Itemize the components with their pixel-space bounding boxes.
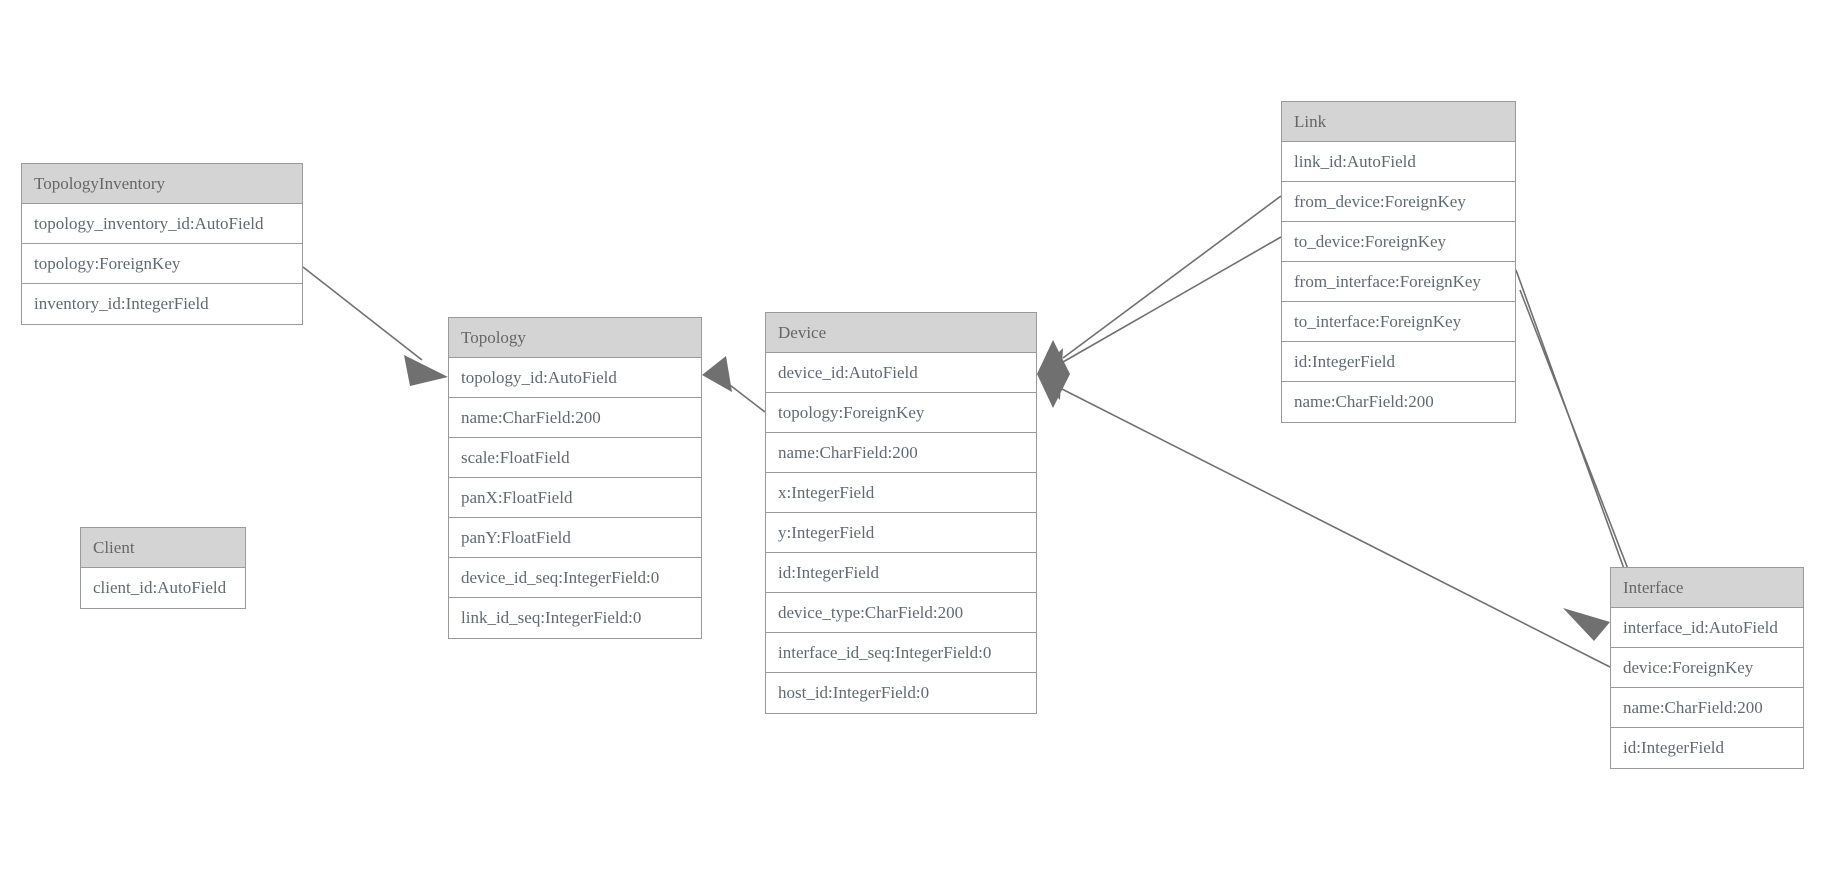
edge-link-to-device [1062,236,1282,363]
field-topology-fk: topology:ForeignKey [22,244,302,284]
field-device-y: y:IntegerField [766,513,1036,553]
entity-title-interface: Interface [1611,568,1803,608]
field-link-to-device: to_device:ForeignKey [1282,222,1515,262]
field-topology-name: name:CharField:200 [449,398,701,438]
field-device-id: device_id:AutoField [766,353,1036,393]
arrowhead-device-right-bottom [1037,374,1070,408]
arrowhead-device-right-lower [1037,340,1070,374]
entity-topology[interactable]: Topology topology_id:AutoField name:Char… [448,317,702,639]
field-topology-scale: scale:FloatField [449,438,701,478]
entity-topologyinventory[interactable]: TopologyInventory topology_inventory_id:… [21,163,303,325]
entity-title-link: Link [1282,102,1515,142]
entity-device[interactable]: Device device_id:AutoField topology:Fore… [765,312,1037,714]
field-device-x: x:IntegerField [766,473,1036,513]
arrowhead-device-right-upper [1037,348,1063,400]
field-device-host-id: host_id:IntegerField:0 [766,673,1036,713]
field-link-to-interface: to_interface:ForeignKey [1282,302,1515,342]
edge-link-to-interface [1519,289,1646,614]
field-topology-id: topology_id:AutoField [449,358,701,398]
field-topology-device-id-seq: device_id_seq:IntegerField:0 [449,558,701,598]
edge-device-topology [725,381,766,413]
field-inventory-id: inventory_id:IntegerField [22,284,302,324]
edge-interface-device [1059,387,1611,668]
arrowhead-topology-left [404,355,448,386]
field-topology-pany: panY:FloatField [449,518,701,558]
field-topology-link-id-seq: link_id_seq:IntegerField:0 [449,598,701,638]
entity-title-topology: Topology [449,318,701,358]
entity-link[interactable]: Link link_id:AutoField from_device:Forei… [1281,101,1516,423]
entity-client[interactable]: Client client_id:AutoField [80,527,246,609]
entity-title-client: Client [81,528,245,568]
field-device-id-int: id:IntegerField [766,553,1036,593]
arrowhead-topology-right [702,356,732,392]
field-device-type: device_type:CharField:200 [766,593,1036,633]
field-interface-id-int: id:IntegerField [1611,728,1803,768]
field-topology-panx: panX:FloatField [449,478,701,518]
entity-title-device: Device [766,313,1036,353]
arrowhead-interface-left [1563,608,1610,641]
edge-link-from-device [1062,195,1282,359]
entity-title-topologyinventory: TopologyInventory [22,164,302,204]
field-device-topology-fk: topology:ForeignKey [766,393,1036,433]
field-link-id-int: id:IntegerField [1282,342,1515,382]
field-device-name: name:CharField:200 [766,433,1036,473]
entity-interface[interactable]: Interface interface_id:AutoField device:… [1610,567,1804,769]
field-client-id: client_id:AutoField [81,568,245,608]
field-link-from-interface: from_interface:ForeignKey [1282,262,1515,302]
edge-link-from-interface [1515,269,1641,614]
field-interface-device-fk: device:ForeignKey [1611,648,1803,688]
field-topology-inventory-id: topology_inventory_id:AutoField [22,204,302,244]
field-interface-name: name:CharField:200 [1611,688,1803,728]
field-link-id: link_id:AutoField [1282,142,1515,182]
field-device-interface-id-seq: interface_id_seq:IntegerField:0 [766,633,1036,673]
field-link-from-device: from_device:ForeignKey [1282,182,1515,222]
edge-topologyinventory-topology [302,266,423,361]
field-interface-id: interface_id:AutoField [1611,608,1803,648]
field-link-name: name:CharField:200 [1282,382,1515,422]
